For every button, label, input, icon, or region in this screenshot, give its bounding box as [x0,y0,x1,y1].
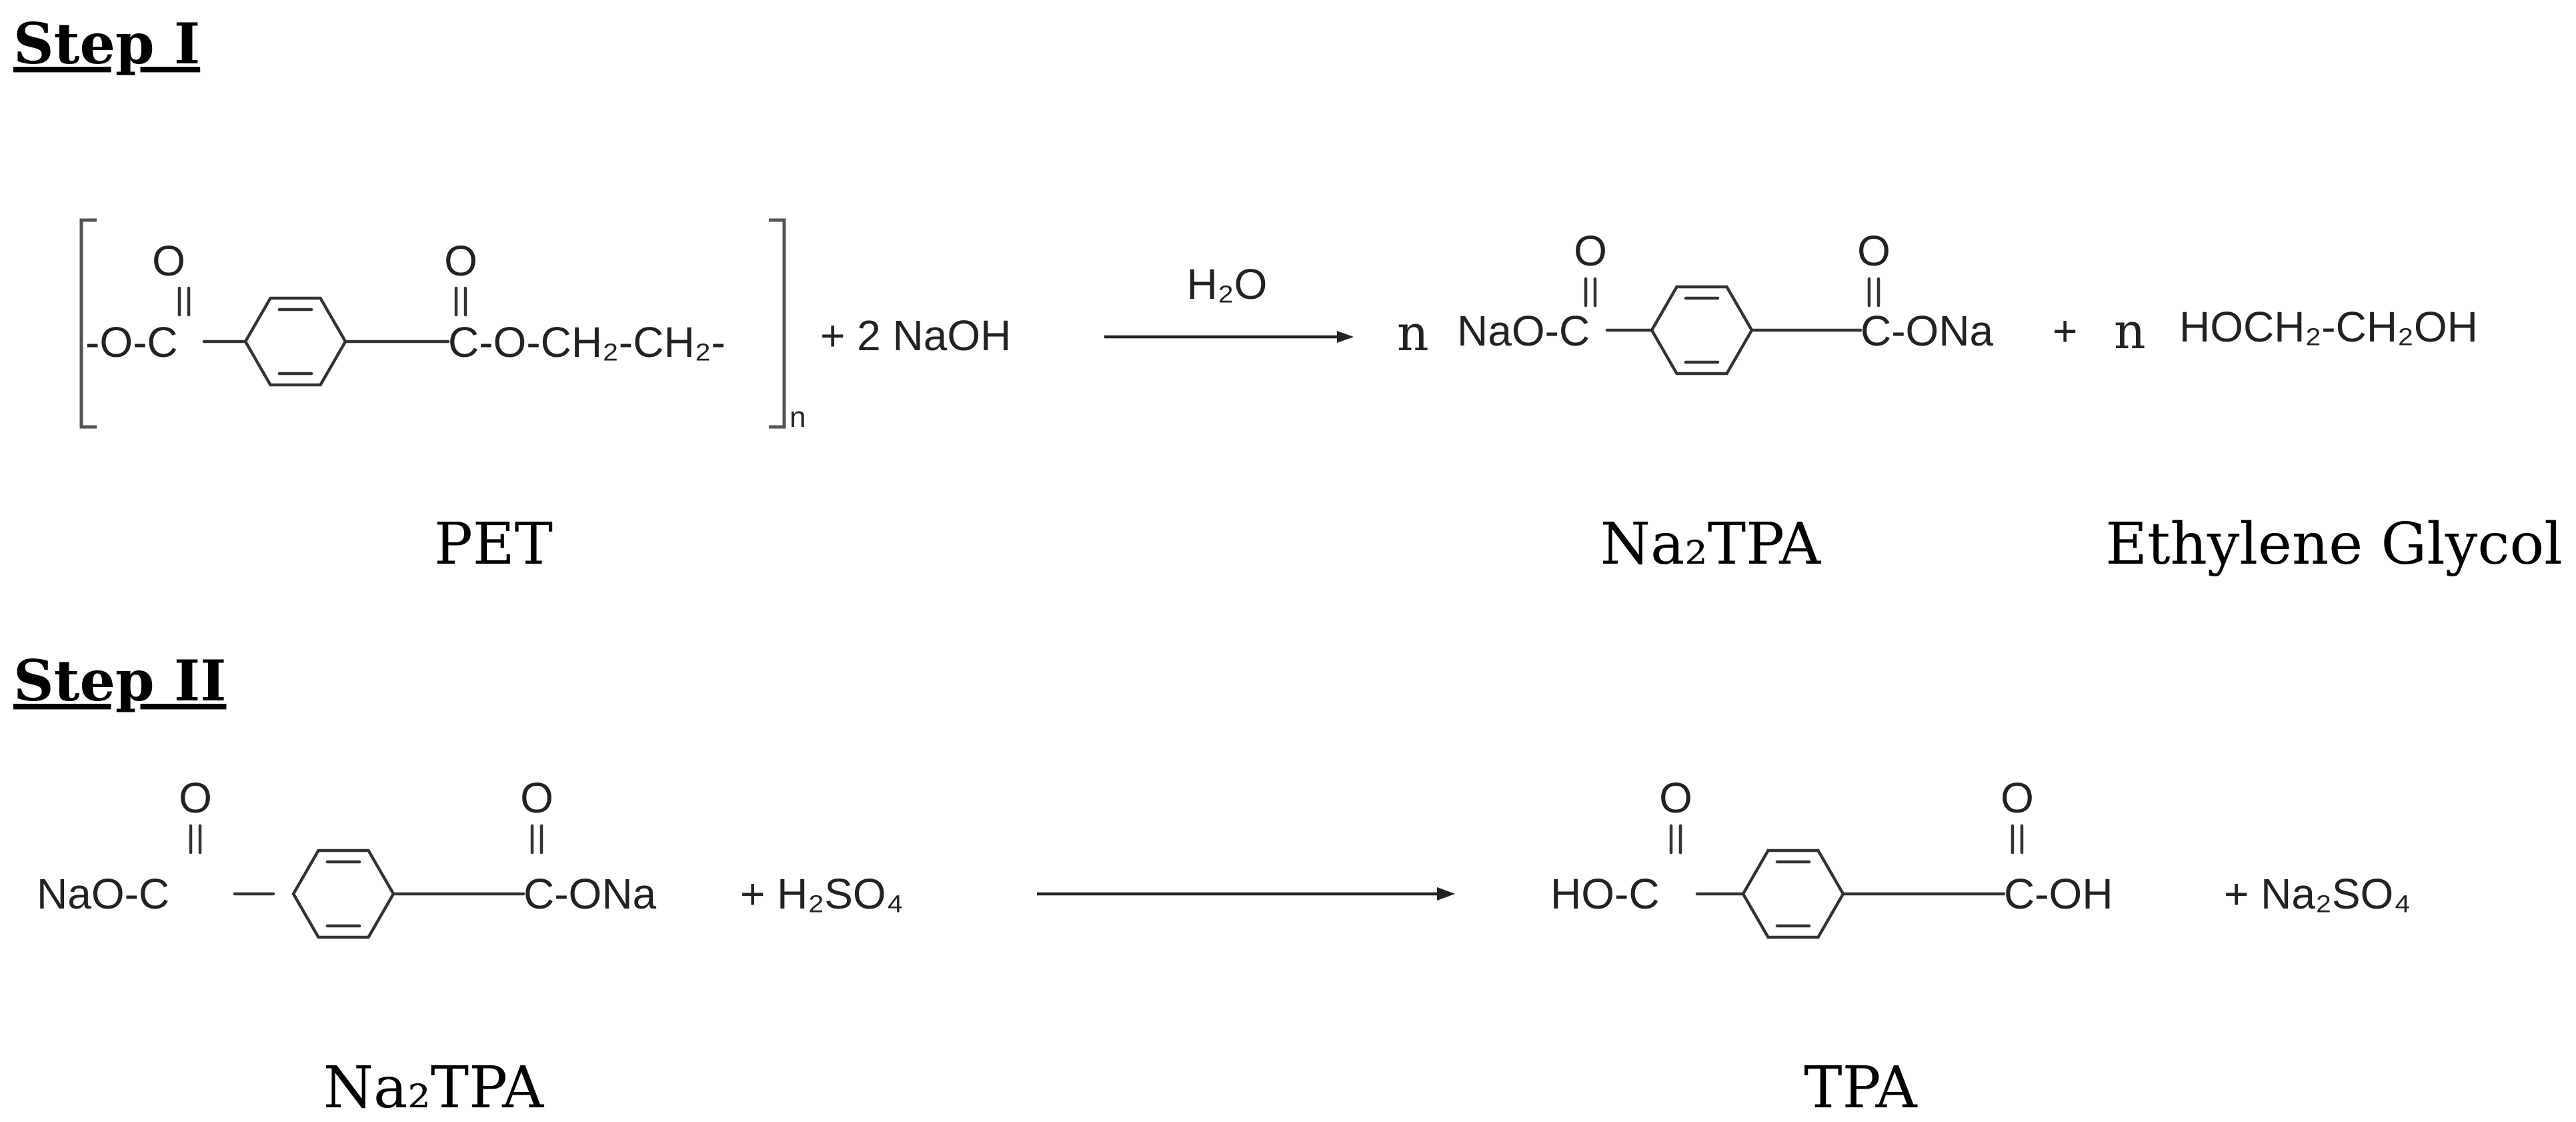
label-pet: PET [434,511,553,578]
na2tpa2-left-double-bond [191,826,200,853]
plus-step1: + [2053,307,2077,355]
tpa-right-group: C-OH [2004,870,2113,918]
na2tpa2-right-double-bond [532,826,541,853]
na2tpa-structure-step1: NaO-C O O C-ONa [1457,227,1994,374]
pet-right-carbonyl-o: O [444,237,477,285]
pet-right-double-bond [456,288,465,315]
na2tpa2-benzene-ring [293,851,393,937]
label-na2tpa-step2: Na₂TPA [323,1055,544,1121]
pet-benzene-ring [245,298,345,385]
reaction-arrow-step2 [1037,887,1455,901]
na2tpa1-left-carbonyl-o: O [1574,227,1607,275]
tpa-left-carbonyl-o: O [1659,774,1692,822]
na2tpa2-right-group: C-ONa [523,870,657,918]
pet-left-double-bond [179,288,189,315]
coefficient-n-glycol: n [2114,303,2146,360]
tpa-right-double-bond [2013,826,2022,853]
step-one-heading: Step I [13,11,200,77]
tpa-left-double-bond [1671,826,1680,853]
reaction-arrow-step1: H₂O [1104,260,1354,343]
tpa-left-group: HO-C [1550,870,1660,918]
pet-structure: n -O-C O O C-O-CH₂-CH₂- [79,218,806,434]
ethylene-glycol-formula: HOCH₂-CH₂OH [2179,303,2478,351]
label-na2tpa-step1: Na₂TPA [1600,511,1821,578]
pet-left-carbonyl-o: O [152,237,185,285]
na2tpa1-left-double-bond [1586,279,1595,306]
pet-left-ester: -O-C [85,318,178,366]
na2tpa1-right-double-bond [1869,279,1878,306]
coefficient-n-na2tpa: n [1397,305,1429,362]
na2tpa2-right-carbonyl-o: O [520,774,553,822]
label-tpa: TPA [1804,1055,1917,1121]
tpa-right-carbonyl-o: O [2001,774,2034,822]
na2tpa1-right-carbonyl-o: O [1857,227,1890,275]
left-bracket [79,218,97,429]
pet-right-chain: C-O-CH₂-CH₂- [448,318,726,366]
plus-sodium-sulfate: + Na₂SO₄ [2224,870,2411,918]
pet-subscript-n: n [790,401,806,434]
na2tpa1-right-group: C-ONa [1860,307,1994,355]
label-ethylene-glycol: Ethylene Glycol [2105,511,2563,578]
na2tpa2-left-carbonyl-o: O [179,774,212,822]
na2tpa1-left-group: NaO-C [1457,307,1590,355]
arrow-condition-water: H₂O [1187,260,1268,308]
right-bracket [769,218,786,429]
na2tpa-structure-step2: NaO-C O O C-ONa [37,774,657,937]
tpa-structure: HO-C O O C-OH [1550,774,2113,937]
plus-naoh: + 2 NaOH [820,312,1011,360]
tpa-benzene-ring [1743,851,1843,937]
na2tpa1-benzene-ring [1652,287,1752,374]
step-two-heading: Step II [13,648,226,714]
na2tpa2-left-group: NaO-C [37,870,169,918]
plus-sulfuric-acid: + H₂SO₄ [740,870,904,918]
